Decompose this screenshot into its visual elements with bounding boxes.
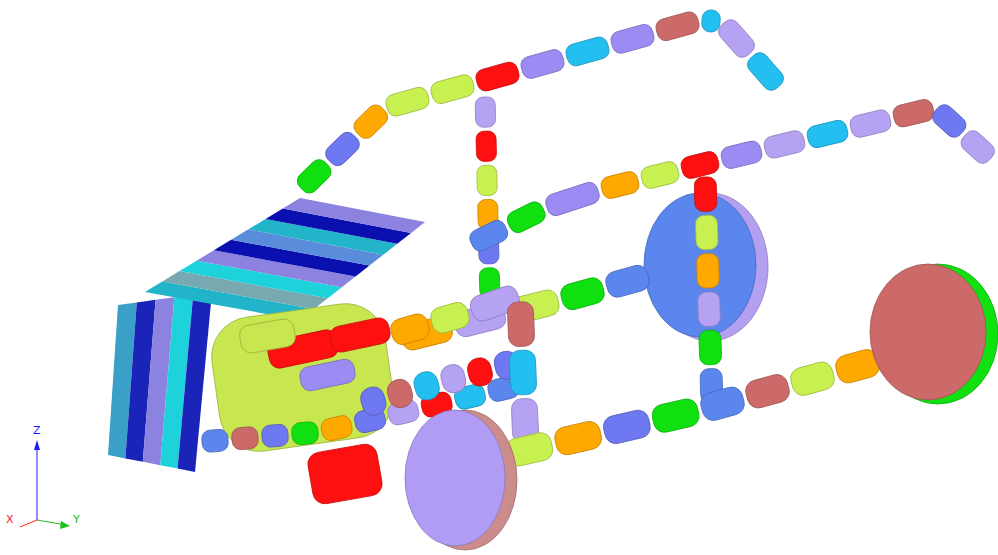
beam-element [553, 419, 604, 457]
engine-block [206, 298, 398, 456]
beam-element [701, 9, 721, 33]
beam-element [294, 156, 335, 196]
beam-element [603, 263, 651, 299]
beam-element [322, 129, 363, 169]
beam-element [319, 414, 353, 442]
beam-element [698, 292, 721, 327]
beam-element [475, 97, 496, 128]
beam-element [929, 101, 969, 141]
beam-element-chain [388, 283, 522, 347]
beam-element [504, 199, 548, 235]
beam-element [509, 350, 537, 395]
engine-part [298, 358, 357, 393]
beam-element [291, 421, 319, 445]
beam-element [805, 119, 849, 150]
beam-element [385, 377, 416, 410]
beam-element [231, 426, 259, 450]
beam-element [358, 384, 389, 417]
beam-element [744, 49, 787, 94]
engine-part [328, 316, 392, 354]
wheel-face [405, 410, 505, 546]
x-axis [20, 520, 37, 527]
z-axis [37, 445, 38, 520]
beam-element [654, 10, 701, 43]
beam-element [476, 131, 497, 162]
beam-element [350, 101, 391, 141]
wheel-face [644, 193, 756, 337]
beam-element [694, 177, 717, 212]
beam-element [958, 127, 998, 167]
engine-part [306, 442, 384, 505]
beam-element-chain [504, 347, 882, 468]
wheel-face [870, 264, 986, 400]
beam-element [719, 139, 763, 170]
beam-element [564, 35, 611, 68]
z-arrow [34, 440, 40, 450]
y-arrow [60, 521, 70, 529]
axis-label: X [6, 514, 14, 526]
engine-part [238, 317, 297, 354]
beam-element [848, 108, 892, 139]
beam-element-chain [475, 97, 500, 298]
beam-element [696, 253, 719, 288]
beam-element [650, 397, 701, 435]
beam-element [201, 429, 229, 453]
beam-element [743, 372, 792, 410]
beam-element [609, 23, 656, 56]
beam-element [695, 215, 718, 250]
beam-element [474, 60, 521, 93]
front-shell [108, 292, 212, 472]
beam-element [384, 85, 431, 118]
beam-element [411, 369, 442, 402]
beam-element-chain [399, 263, 652, 352]
beam-element [428, 300, 471, 335]
beam-element-chain [694, 177, 723, 404]
beam-element [467, 218, 511, 254]
axis-label: Z [33, 425, 41, 437]
axis-label: Y [73, 514, 80, 526]
beam-element [788, 360, 837, 398]
shell-element-strip [283, 198, 425, 233]
beam-element [543, 180, 601, 218]
axis-triad [20, 440, 70, 529]
beam-element [762, 129, 806, 160]
beam-element [599, 170, 640, 200]
beam-element [519, 48, 566, 81]
beam-element [715, 16, 758, 61]
beam-element [891, 98, 935, 129]
beam-element [429, 73, 476, 106]
beam-element-chain [467, 98, 998, 254]
beam-element [261, 424, 289, 448]
wheel [644, 193, 768, 341]
beam-element [639, 160, 680, 190]
beam-element [465, 356, 495, 389]
beam-element [699, 330, 722, 365]
beam-element [698, 385, 747, 423]
beam-element-chain [294, 9, 787, 196]
hood-shell [145, 198, 425, 320]
wheel [405, 410, 517, 550]
beam-element-chain [358, 349, 521, 418]
wheel [870, 264, 998, 404]
beam-element [439, 362, 469, 395]
beam-element [601, 408, 652, 446]
beam-element [388, 312, 431, 347]
beam-element [507, 301, 535, 346]
beam-element-chain [507, 301, 539, 443]
beam-element [679, 150, 720, 180]
beam-element [477, 165, 498, 196]
beam-element [558, 276, 606, 312]
